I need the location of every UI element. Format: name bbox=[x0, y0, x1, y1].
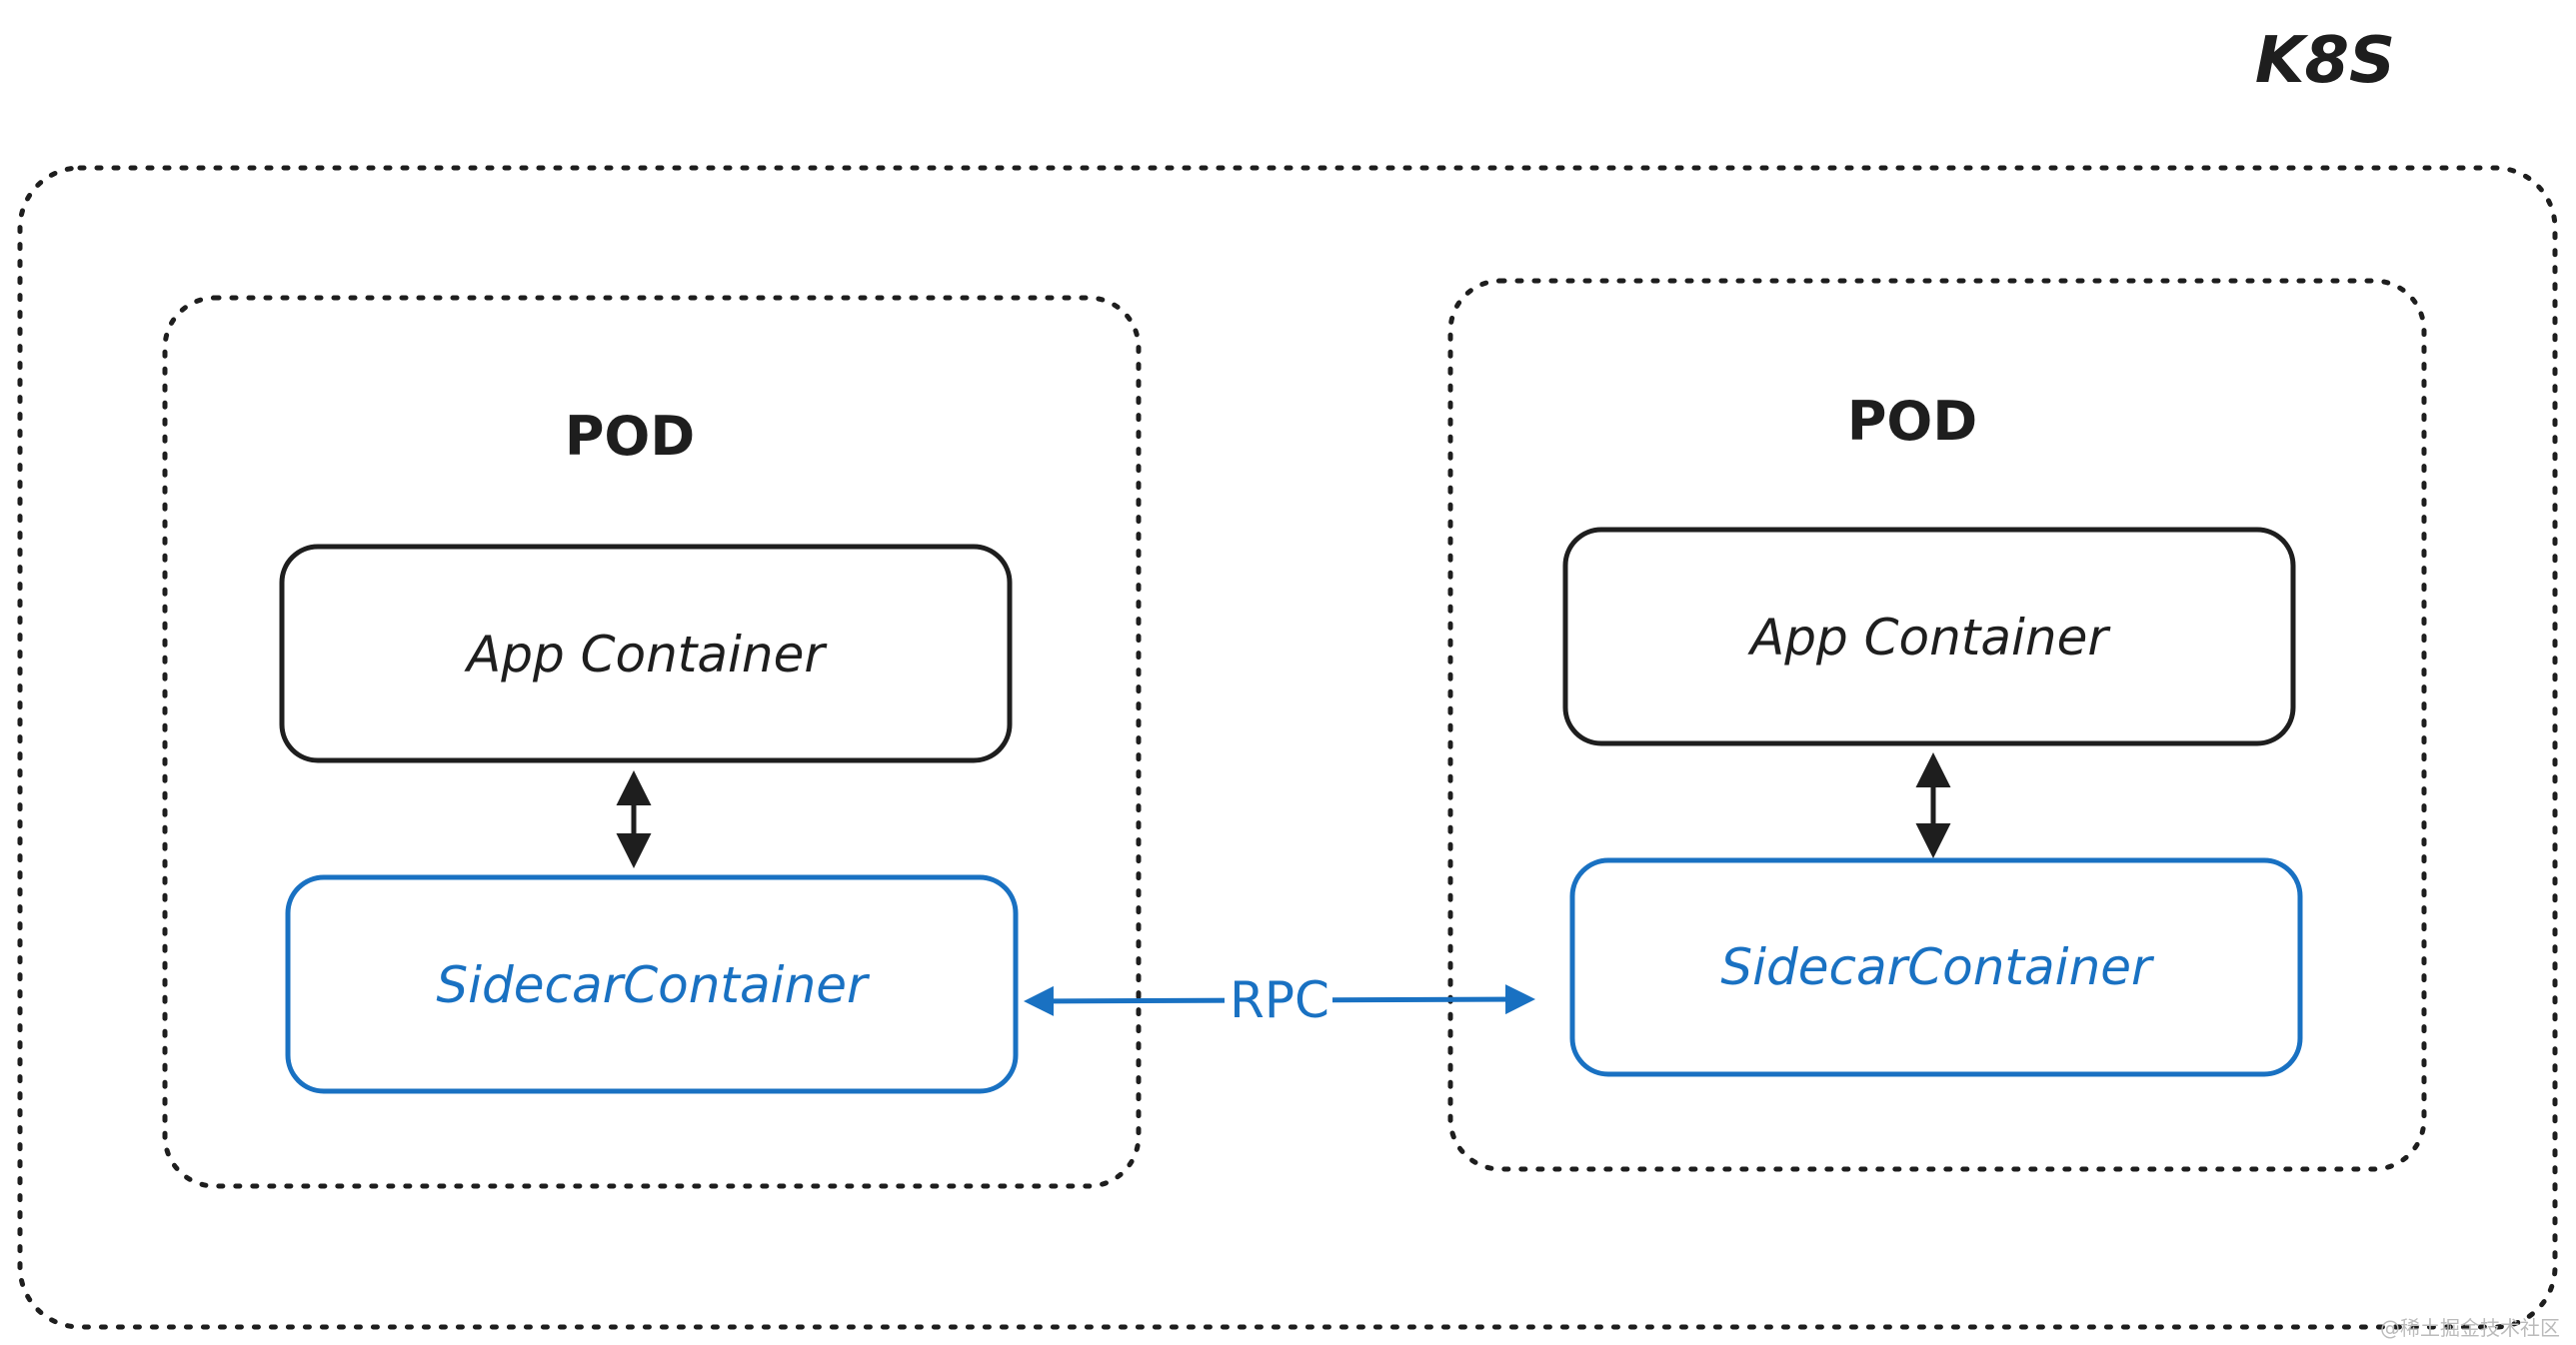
k8s-cluster-boundary bbox=[17, 165, 2558, 1330]
app-container-label-left: App Container bbox=[464, 626, 828, 683]
watermark: @稀土掘金技术社区 bbox=[2380, 1316, 2560, 1340]
pod-boundary-right bbox=[1447, 278, 2427, 1172]
app-container-label-right: App Container bbox=[1747, 609, 2111, 667]
sidecar-container-box-left bbox=[285, 874, 1019, 1094]
sidecar-container-label-right: SidecarContainer bbox=[1720, 938, 2155, 996]
sidecar-container-box-right bbox=[1569, 857, 2303, 1077]
pod-title-right: POD bbox=[1847, 390, 1977, 453]
pod-title-left: POD bbox=[565, 405, 695, 468]
rpc-label-backdrop bbox=[1225, 969, 1332, 1031]
sidecar-container-label-left: SidecarContainer bbox=[436, 956, 871, 1014]
k8s-label: K8S bbox=[2255, 24, 2395, 98]
pod-boundary-left bbox=[162, 295, 1142, 1189]
app-container-box-right bbox=[1562, 527, 2296, 746]
app-container-box-left bbox=[279, 544, 1013, 763]
rpc-label: RPC bbox=[1230, 971, 1329, 1029]
